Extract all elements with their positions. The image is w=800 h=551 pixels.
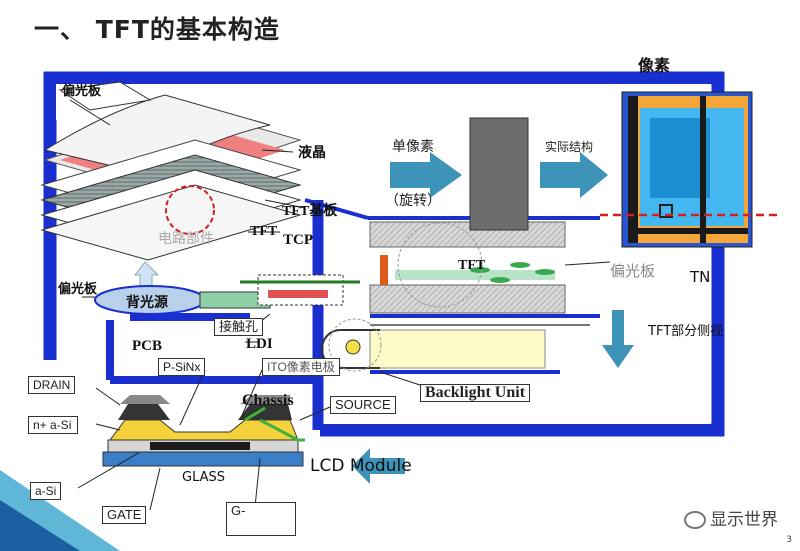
label-backlight-unit: Backlight Unit <box>420 384 531 402</box>
label-a-si: a-Si <box>30 482 62 500</box>
label-gate: GATE <box>102 506 147 524</box>
label-n-si: n+ a-Si <box>28 416 78 434</box>
tft-bottom-cross-section <box>102 395 305 467</box>
label-tft: TFT <box>250 224 278 239</box>
label-single-pixel: 单像素 <box>392 139 434 155</box>
label-tft-center: TFT <box>458 258 486 273</box>
label-lcd-module: LCD Module <box>310 456 412 476</box>
cross-section-middle <box>304 198 600 374</box>
label-glass: GLASS <box>182 470 226 485</box>
pixel-detail <box>600 91 780 248</box>
label-pixel: 像素 <box>638 56 671 75</box>
label-chassis: Chassis <box>242 392 294 409</box>
label-tn: TN <box>690 268 711 286</box>
label-rotate: （旋转） <box>385 193 441 209</box>
label-polarizer-right: 偏光板 <box>610 262 656 280</box>
leader-lines <box>69 99 611 511</box>
label-tft-side-view: TFT部分侧视 <box>648 324 724 339</box>
watermark-text: 显示世界 <box>710 510 778 530</box>
label-pcb: PCB <box>132 338 162 354</box>
label-polarizer-bottom: 偏光板 <box>58 282 98 297</box>
label-source: SOURCE <box>330 396 396 414</box>
label-backlight: 背光源 <box>126 295 168 311</box>
label-tcp: TCP <box>283 232 313 248</box>
panel-stack <box>40 81 302 261</box>
page-number: 3 <box>786 535 792 545</box>
label-ldi: LDI <box>246 336 273 352</box>
label-tft-substrate: TFT基板 <box>282 204 338 219</box>
label-p-sinx: P-SiNx <box>158 358 206 376</box>
watermark: 显示世界 <box>684 505 778 530</box>
label-contact-hole: 接触孔 <box>214 318 264 336</box>
label-drain: DRAIN <box>28 376 76 394</box>
label-actual-structure: 实际结构 <box>545 140 594 154</box>
label-ito: ITO像素电极 <box>262 358 340 376</box>
page-title: 一、 TFT的基本构造 <box>34 15 280 44</box>
label-circuit-parts: 电路部件 <box>158 231 214 247</box>
label-g: G- <box>226 502 296 536</box>
label-liquid-crystal: 液晶 <box>298 145 326 161</box>
wechat-icon <box>684 511 706 529</box>
label-polarizer-top: 偏光板 <box>62 84 102 99</box>
